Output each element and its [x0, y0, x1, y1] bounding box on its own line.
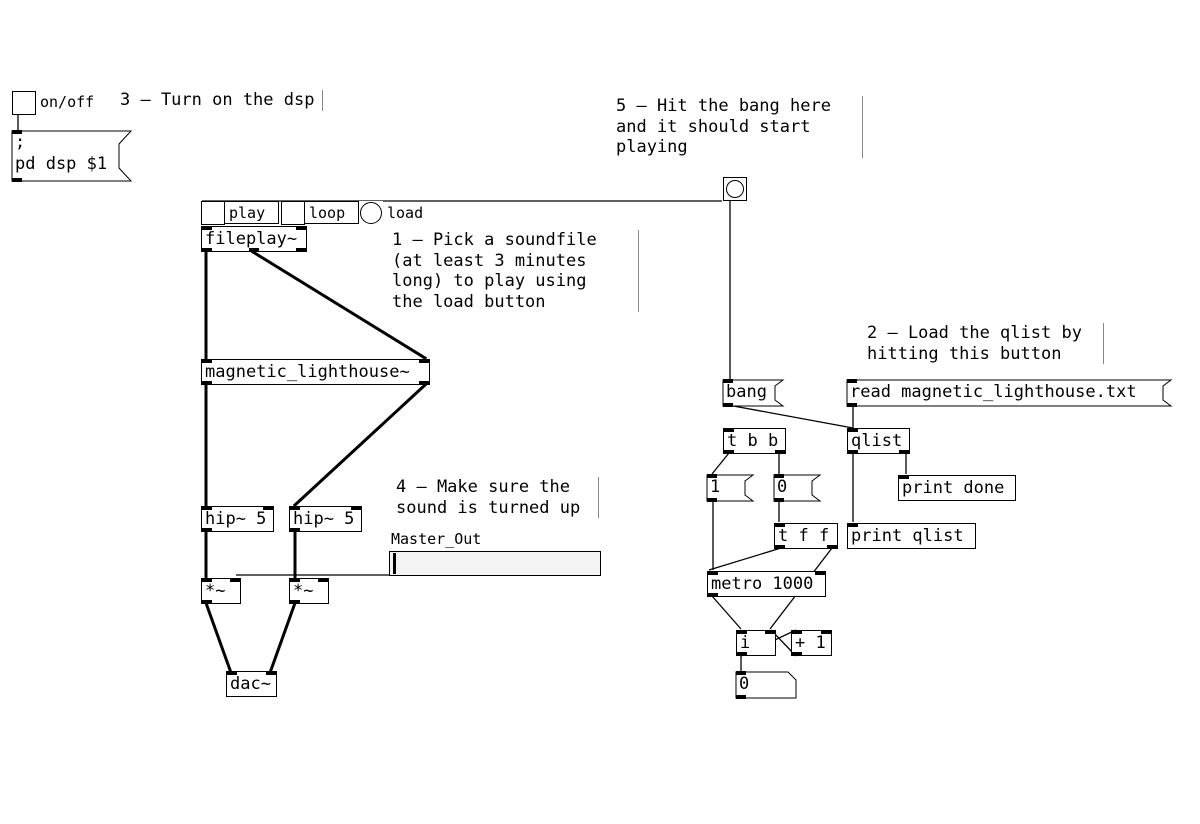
- mul-right-text: *~: [293, 581, 314, 601]
- comment-step2: 2 – Load the qlist by hitting this butto…: [867, 323, 1104, 364]
- slider-knob[interactable]: [393, 553, 396, 574]
- cord-tff-to-metro: [708, 547, 782, 571]
- magnetic-lighthouse-object[interactable]: magnetic_lighthouse~: [201, 359, 430, 385]
- play-label: play: [229, 204, 266, 222]
- metro-text: metro 1000: [711, 574, 814, 594]
- loop-label: loop: [309, 204, 346, 222]
- fileplay-text: fileplay~: [205, 229, 298, 249]
- dac-object[interactable]: dac~: [226, 671, 277, 697]
- fileplay-panel: play loop load: [201, 201, 423, 225]
- hip-left-object[interactable]: hip~ 5: [201, 506, 274, 532]
- signal-mul-left: [204, 601, 232, 672]
- qlist-text: qlist: [851, 431, 903, 451]
- tff-text: t f f: [778, 526, 830, 546]
- tff-object[interactable]: t f f: [774, 523, 838, 549]
- dsp-toggle[interactable]: [12, 91, 36, 115]
- print-done-text: print done: [902, 478, 1005, 498]
- print-done-object[interactable]: print done: [898, 475, 1016, 501]
- start-bang[interactable]: [723, 177, 747, 201]
- number-box-value: 0: [739, 674, 750, 694]
- signal-mul-right: [269, 601, 297, 672]
- load-bang[interactable]: [359, 201, 383, 225]
- load-label: load: [387, 204, 424, 222]
- master-out-slider[interactable]: [389, 551, 601, 576]
- hip-left-text: hip~ 5: [205, 509, 267, 529]
- bang-message-text: bang: [726, 382, 767, 402]
- dsp-message-line2: pd dsp $1: [15, 154, 108, 174]
- load-circle-icon: [360, 202, 382, 224]
- plus-text: + 1: [795, 633, 826, 653]
- mul-left-text: *~: [205, 581, 226, 601]
- msg-zero[interactable]: 0: [773, 474, 822, 502]
- play-toggle[interactable]: [201, 201, 225, 225]
- master-out-label: Master_Out: [391, 530, 482, 548]
- read-message[interactable]: read magnetic_lighthouse.txt: [846, 379, 1173, 407]
- mul-right-object[interactable]: *~: [289, 578, 329, 604]
- loop-toggle[interactable]: [281, 201, 305, 225]
- dac-text: dac~: [230, 674, 271, 694]
- hip-right-object[interactable]: hip~ 5: [289, 506, 362, 532]
- print-qlist-text: print qlist: [851, 526, 964, 546]
- comment-step3: 3 – Turn on the dsp: [120, 90, 324, 111]
- comment-step5: 5 – Hit the bang here and it should star…: [616, 96, 863, 158]
- cord-metro-to-i: [711, 595, 742, 630]
- hip-right-text: hip~ 5: [293, 509, 355, 529]
- print-qlist-object[interactable]: print qlist: [847, 523, 976, 549]
- dsp-message-line1: ;: [15, 132, 26, 152]
- dsp-message[interactable]: ; pd dsp $1: [11, 130, 133, 182]
- cord-tbb-to-1: [711, 452, 730, 475]
- mul-left-object[interactable]: *~: [201, 578, 241, 604]
- comment-step1: 1 – Pick a soundfile (at least 3 minutes…: [392, 230, 639, 312]
- dsp-toggle-label: on/off: [40, 93, 95, 111]
- bang-message[interactable]: bang: [722, 379, 785, 407]
- int-object[interactable]: i: [736, 630, 776, 656]
- tbb-object[interactable]: t b b: [723, 428, 786, 454]
- read-message-text: read magnetic_lighthouse.txt: [850, 382, 1137, 402]
- metro-object[interactable]: metro 1000: [707, 571, 826, 597]
- bang-circle-icon: [726, 180, 744, 198]
- qlist-object[interactable]: qlist: [847, 428, 910, 454]
- comment-step4: 4 – Make sure the sound is turned up: [396, 477, 599, 518]
- cord-bang-to-qlist: [727, 404, 854, 429]
- tbb-text: t b b: [727, 431, 779, 451]
- plus-object[interactable]: + 1: [791, 630, 832, 656]
- number-box[interactable]: 0: [735, 671, 797, 699]
- panel-divider: [225, 201, 279, 224]
- int-text: i: [740, 633, 751, 653]
- fileplay-object[interactable]: fileplay~: [201, 226, 307, 252]
- panel-divider-2: [305, 201, 359, 224]
- msg-zero-text: 0: [777, 477, 788, 497]
- msg-one-text: 1: [710, 477, 721, 497]
- magnetic-text: magnetic_lighthouse~: [205, 362, 410, 382]
- msg-one[interactable]: 1: [706, 474, 755, 502]
